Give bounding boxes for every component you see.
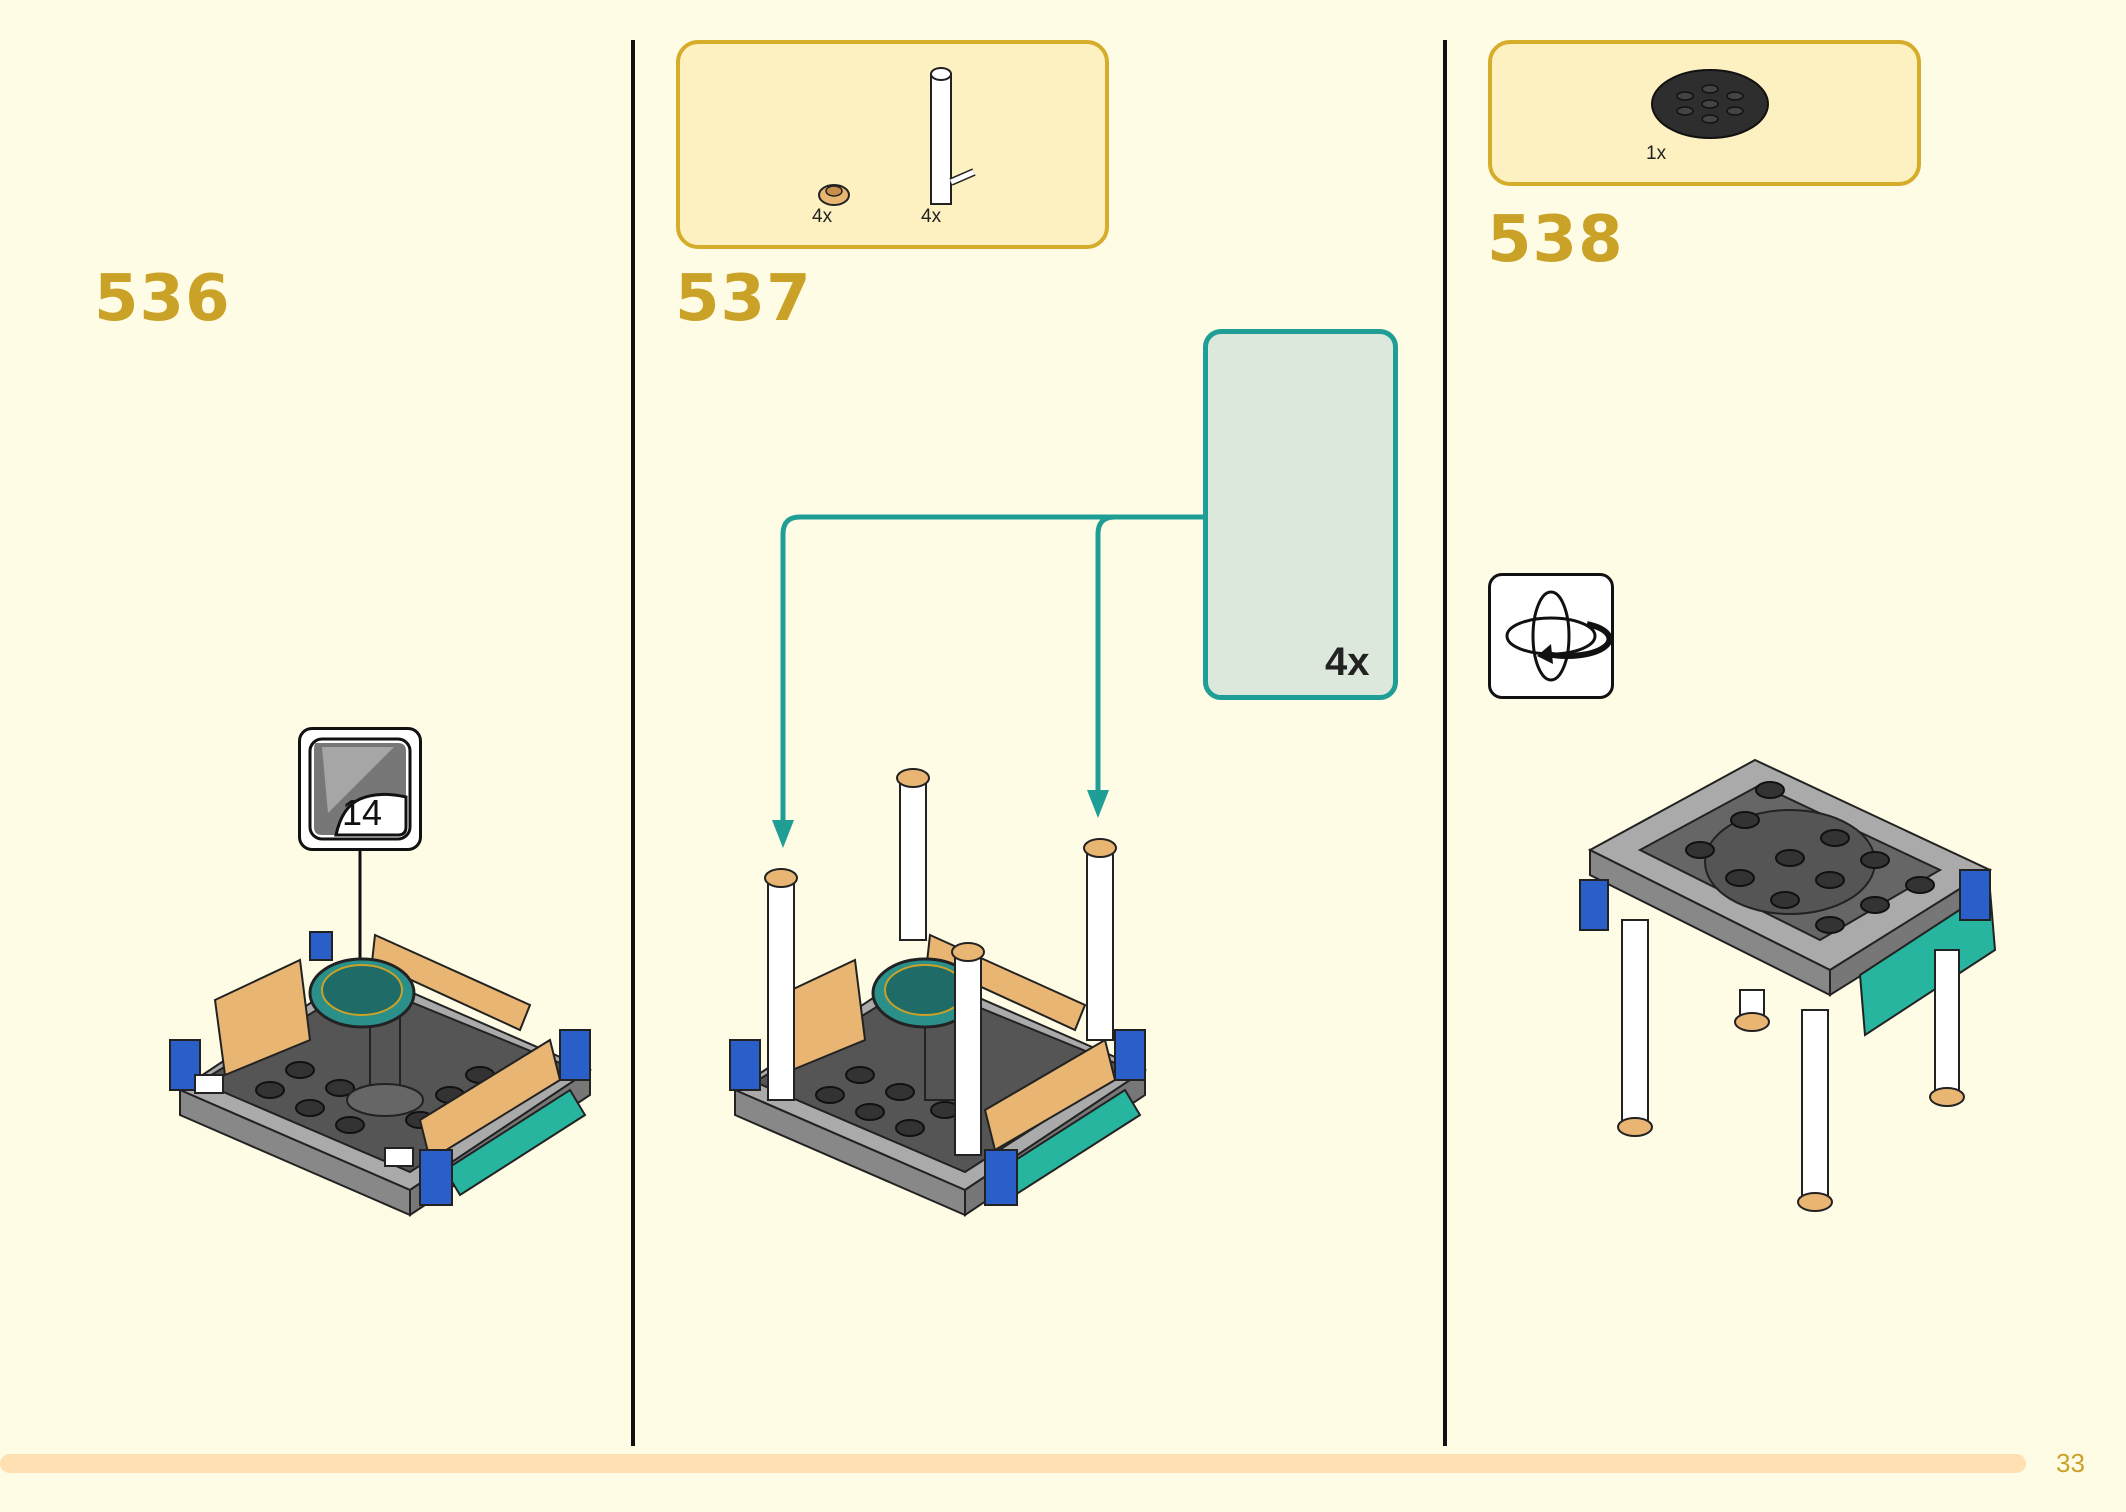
column-divider-right xyxy=(1443,40,1447,1446)
sticker-number: 14 xyxy=(342,792,383,833)
column-divider-left xyxy=(631,40,635,1446)
parts-list-538 xyxy=(1488,40,1921,186)
dark-grey-round-plate-icon xyxy=(1651,69,1769,139)
page-number: 33 xyxy=(2056,1448,2085,1478)
part-qty-bar-holder: 4x xyxy=(921,206,942,227)
sub-assembly-callout xyxy=(1203,329,1398,700)
page-progress-bar xyxy=(0,1454,2026,1473)
callout-quantity: 4x xyxy=(1325,640,1370,684)
rotate-model-icon xyxy=(1505,590,1611,682)
rotate-model-callout xyxy=(1488,573,1614,699)
sticker-icon xyxy=(308,737,412,841)
tan-round-plate-icon xyxy=(818,184,850,206)
parts-list-537 xyxy=(676,40,1109,249)
model-step-537 xyxy=(729,768,1148,1217)
white-bar-holder-icon xyxy=(930,67,976,205)
part-qty-round-plate: 1x xyxy=(1646,143,1667,164)
step-number-536: 536 xyxy=(94,262,231,336)
placement-arrows xyxy=(780,514,1203,830)
model-step-536 xyxy=(169,931,593,1217)
model-step-538 xyxy=(1579,758,1997,1212)
step-number-538: 538 xyxy=(1487,203,1624,277)
step-number-537: 537 xyxy=(675,262,812,336)
part-qty-tan-plate: 4x xyxy=(812,206,833,227)
sticker-callout xyxy=(298,727,422,851)
